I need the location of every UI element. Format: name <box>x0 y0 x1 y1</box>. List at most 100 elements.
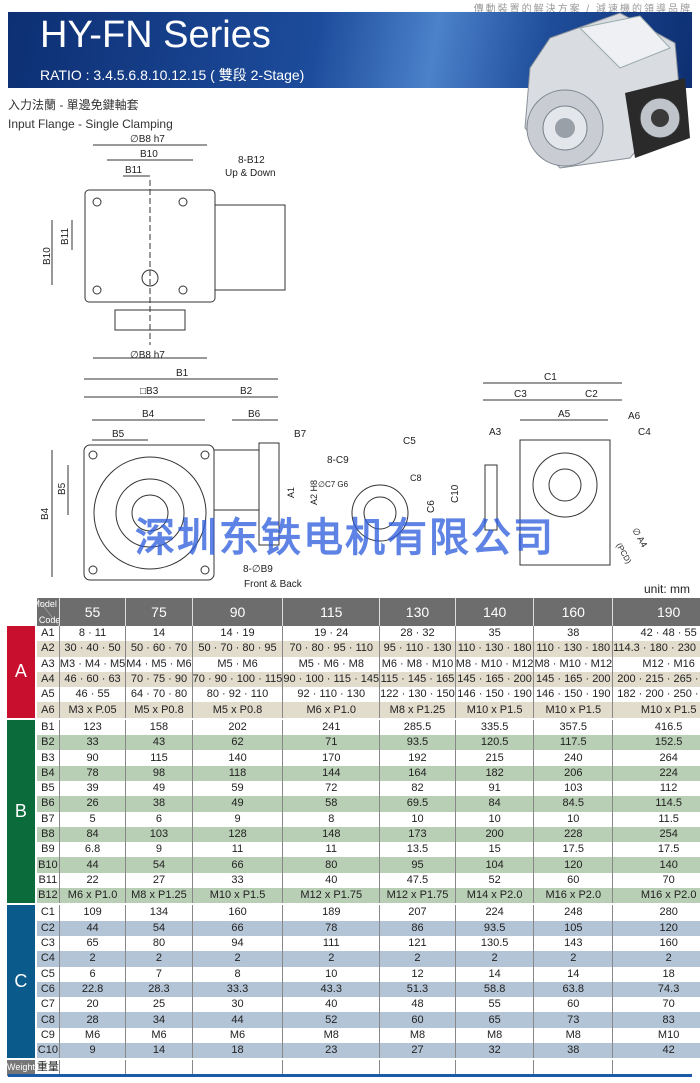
cell-value: 74.3 <box>612 981 700 998</box>
cell-value: 173 <box>379 826 456 843</box>
cell-value: M6 <box>59 1027 127 1044</box>
page-title: HY-FN Series <box>40 14 271 56</box>
dim-a3: A3 <box>489 427 502 438</box>
dim-a4: ∅ A4 <box>630 526 649 549</box>
cell-value: 19 · 24 <box>282 626 381 642</box>
model-header: 115 <box>282 598 381 626</box>
dim-b7: B7 <box>294 429 307 440</box>
corner-code-label: Code <box>38 615 60 625</box>
row-code: A1 <box>35 626 60 642</box>
corner-model-label: Model <box>36 599 57 609</box>
cell-value: M5 x P0.8 <box>125 702 193 718</box>
cell-value: 240 <box>533 750 614 766</box>
model-header: 190 <box>612 598 700 626</box>
cell-value: M4 · M5 · M6 <box>125 656 193 672</box>
cell-value: 65 <box>455 1012 535 1028</box>
cell-value: 5 <box>59 811 127 827</box>
cell-value: 202 <box>192 719 284 736</box>
cell-value: M8 <box>455 1027 535 1044</box>
weight-value <box>125 1060 193 1076</box>
dim-b9: 8-∅B9 <box>243 564 273 575</box>
cell-value: 42 <box>612 1043 700 1059</box>
cell-value: 38 <box>125 796 193 812</box>
cell-value: 200 · 215 · 265 · 300 <box>612 671 700 688</box>
dim-b10: B10 <box>140 149 158 160</box>
row-code: C9 <box>35 1027 60 1044</box>
cell-value: 2 <box>59 951 127 967</box>
cell-value: 14 · 19 <box>192 626 284 642</box>
cell-value: 80 <box>125 935 193 952</box>
cell-value: 27 <box>125 872 193 889</box>
weight-value <box>192 1060 284 1076</box>
section-label-b: B <box>7 719 37 904</box>
cell-value: 207 <box>379 905 456 921</box>
subtitle-en: Input Flange - Single Clamping <box>8 117 173 131</box>
dim-c10: C10 <box>450 484 461 503</box>
dim-b4: B4 <box>142 409 155 420</box>
cell-value: 69.5 <box>379 796 456 812</box>
cell-value: 58.8 <box>455 981 535 998</box>
cell-value: M10 x P1.5 <box>533 702 614 718</box>
dim-b8-bottom: ∅B8 h7 <box>130 350 165 361</box>
cell-value: 182 · 200 · 250 · 265 <box>612 687 700 703</box>
cell-value: 112 <box>612 780 700 797</box>
weight-value <box>533 1060 614 1076</box>
cell-value: 93.5 <box>455 920 535 936</box>
row-code: C5 <box>35 966 60 982</box>
cell-value: 82 <box>379 780 456 797</box>
cell-value: 94 <box>192 935 284 952</box>
cell-value: 58 <box>282 796 381 812</box>
row-code: B4 <box>35 765 60 781</box>
cell-value: 104 <box>455 857 535 873</box>
cell-value: 84.5 <box>533 796 614 812</box>
row-code: A2 <box>35 641 60 657</box>
bottom-rule <box>8 1074 692 1077</box>
dim-b4-vertical: B4 <box>40 507 51 520</box>
cell-value: 248 <box>533 905 614 921</box>
cell-value: 11 <box>282 842 381 858</box>
cell-value: 33 <box>192 872 284 889</box>
gap-cell <box>7 903 700 906</box>
weight-label: Weight <box>7 1060 37 1076</box>
cell-value: 70 · 80 · 95 · 110 <box>282 641 381 657</box>
cell-value: 34 <box>125 1012 193 1028</box>
cell-value: 22.8 <box>59 981 127 998</box>
cell-value: 120 <box>612 920 700 936</box>
cell-value: 17.5 <box>612 842 700 858</box>
cell-value: 9 <box>125 842 193 858</box>
cell-value: 39 <box>59 780 127 797</box>
row-code: B12 <box>35 888 60 904</box>
weight-value <box>282 1060 381 1076</box>
watermark: 深圳东铁电机有限公司 <box>135 515 555 561</box>
cell-value: 103 <box>533 780 614 797</box>
dim-c4: C4 <box>638 427 651 438</box>
cell-value: 10 <box>282 966 381 982</box>
weight-value <box>455 1060 535 1076</box>
cell-value: 80 · 92 · 110 <box>192 687 284 703</box>
dim-b2: B2 <box>240 386 253 397</box>
cell-value: 8 <box>282 811 381 827</box>
cell-value: 38 <box>533 626 614 642</box>
product-image <box>524 12 690 169</box>
cell-value: 17.5 <box>533 842 614 858</box>
dim-b12-note: Up & Down <box>225 168 276 179</box>
cell-value: 52 <box>282 1012 381 1028</box>
cell-value: 254 <box>612 826 700 843</box>
cell-value: M6 <box>125 1027 193 1044</box>
cell-value: 44 <box>59 857 127 873</box>
row-code: B7 <box>35 811 60 827</box>
cell-value: 2 <box>455 951 535 967</box>
dim-b11: B11 <box>125 165 142 176</box>
cell-value: M12 x P1.75 <box>379 888 456 904</box>
table-header-row: ModelCode557590115130140160190 <box>7 598 700 626</box>
cell-value: 117.5 <box>533 735 614 751</box>
model-header: 55 <box>59 598 127 626</box>
